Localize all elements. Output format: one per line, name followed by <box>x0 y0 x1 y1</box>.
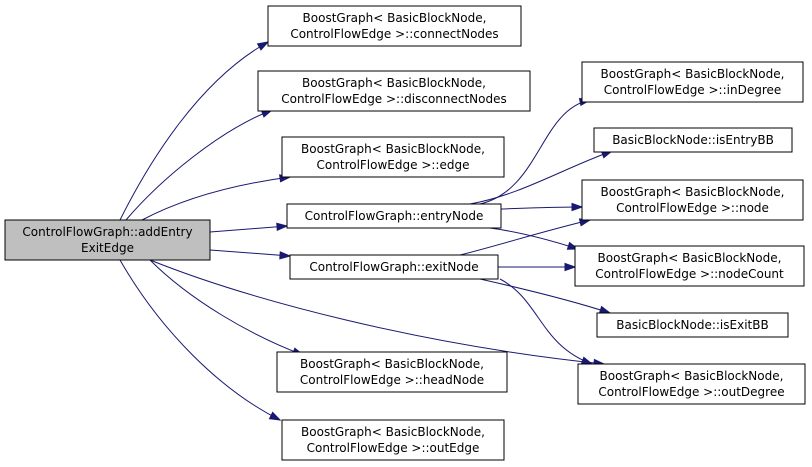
node-box <box>577 363 806 405</box>
edges-layer <box>119 41 614 421</box>
node-box <box>281 136 505 178</box>
node-box <box>581 179 804 221</box>
edge-line <box>479 278 611 314</box>
edge-root-to-headNode <box>149 259 305 356</box>
node-label-line: BoostGraph< BasicBlockNode, <box>601 67 785 81</box>
node-isEntryBB[interactable]: BasicBlockNode::isEntryBB <box>593 127 793 153</box>
arrowhead <box>571 202 584 212</box>
node-label-line: ControlFlowGraph::exitNode <box>309 260 478 274</box>
node-label-line: ControlFlowEdge >::edge <box>317 158 470 172</box>
node-nodeCount[interactable]: BoostGraph< BasicBlockNode, ControlFlowEd… <box>574 245 805 287</box>
edge-root-to-exitNode <box>209 249 292 260</box>
edge-line <box>459 219 591 256</box>
node-label-line: ControlFlowEdge >::connectNodes <box>290 27 498 41</box>
node-label-line: BoostGraph< BasicBlockNode, <box>301 142 485 156</box>
node-outEdge[interactable]: BoostGraph< BasicBlockNode, ControlFlowEd… <box>281 419 505 461</box>
node-label-line: ControlFlowEdge >::headNode <box>300 373 484 387</box>
node-label-line: ControlFlowGraph::addEntry <box>22 225 192 239</box>
edge-root-to-outEdge <box>119 259 282 421</box>
node-label-line: BoostGraph< BasicBlockNode, <box>600 369 784 383</box>
node-label-line: BasicBlockNode::isExitBB <box>616 318 768 332</box>
edge-root-to-disconnectNodes <box>125 109 274 221</box>
node-label-line: BoostGraph< BasicBlockNode, <box>301 425 485 439</box>
node-inDegree[interactable]: BoostGraph< BasicBlockNode, ControlFlowEd… <box>581 61 804 103</box>
node-headNode[interactable]: BoostGraph< BasicBlockNode, ControlFlowEd… <box>276 351 508 393</box>
arrowhead <box>279 251 292 260</box>
node-box <box>286 203 502 229</box>
node-label-line: BoostGraph< BasicBlockNode, <box>302 76 486 90</box>
node-box <box>4 219 211 261</box>
node-connectNodes[interactable]: BoostGraph< BasicBlockNode, ControlFlowEd… <box>267 5 522 47</box>
node-edge[interactable]: BoostGraph< BasicBlockNode, ControlFlowEd… <box>281 136 505 178</box>
edge-line <box>119 259 281 421</box>
arrowhead <box>276 222 289 231</box>
edge-exitNode-to-nodeCount <box>497 262 577 272</box>
edge-line <box>499 278 593 365</box>
edge-exitNode-to-outDegree <box>499 278 594 365</box>
node-label-line: BoostGraph< BasicBlockNode, <box>303 11 487 25</box>
edge-line <box>209 225 288 233</box>
edge-line <box>141 176 291 221</box>
edge-entryNode-to-node <box>500 202 584 212</box>
edge-line <box>149 259 304 356</box>
node-box <box>581 61 804 103</box>
node-label-line: ControlFlowEdge >::disconnectNodes <box>281 92 507 106</box>
node-exitNode[interactable]: ControlFlowGraph::exitNode <box>289 254 499 280</box>
edge-line <box>125 109 273 221</box>
edge-root-to-connectNodes <box>119 41 270 221</box>
edge-line <box>469 150 613 205</box>
node-box <box>257 70 531 112</box>
node-label-line: BoostGraph< BasicBlockNode, <box>300 357 484 371</box>
node-disconnectNodes[interactable]: BoostGraph< BasicBlockNode, ControlFlowEd… <box>257 70 531 112</box>
node-label-line: ControlFlowEdge >::inDegree <box>604 83 782 97</box>
edge-line <box>479 99 591 205</box>
node-box <box>281 419 505 461</box>
edge-line <box>489 227 579 250</box>
edge-root-to-entryNode <box>209 222 289 233</box>
node-label-line: ControlFlowEdge >::node <box>616 201 769 215</box>
edge-entryNode-to-nodeCount <box>489 227 580 250</box>
edge-line <box>149 259 605 365</box>
node-label-line: ControlFlowEdge >::outEdge <box>307 441 480 455</box>
node-node[interactable]: BoostGraph< BasicBlockNode, ControlFlowEd… <box>581 179 804 221</box>
edge-line <box>500 206 583 210</box>
node-box <box>276 351 508 393</box>
arrowhead <box>580 356 594 365</box>
arrowhead <box>598 305 612 314</box>
node-label-line: BoostGraph< BasicBlockNode, <box>601 185 785 199</box>
arrowhead <box>268 411 282 421</box>
node-box <box>593 127 793 153</box>
node-label-line: BasicBlockNode::isEntryBB <box>612 133 774 147</box>
arrowhead <box>564 262 577 272</box>
node-label-line: ExitEdge <box>81 241 134 255</box>
node-label-line: ControlFlowEdge >::nodeCount <box>595 267 784 281</box>
node-label-line: BoostGraph< BasicBlockNode, <box>598 251 782 265</box>
arrowhead <box>256 41 270 51</box>
node-box <box>267 5 522 47</box>
edge-root-to-edge <box>141 174 292 221</box>
node-box <box>596 312 789 338</box>
edge-line <box>209 249 291 257</box>
node-box <box>289 254 499 280</box>
node-entryNode[interactable]: ControlFlowGraph::entryNode <box>286 203 502 229</box>
node-box <box>574 245 805 287</box>
nodes-layer: ControlFlowGraph::addEntryExitEdgeBoostG… <box>4 5 806 461</box>
node-outDegree[interactable]: BoostGraph< BasicBlockNode, ControlFlowEd… <box>577 363 806 405</box>
edge-line <box>119 41 269 221</box>
node-isExitBB[interactable]: BasicBlockNode::isExitBB <box>596 312 789 338</box>
node-label-line: ControlFlowEdge >::outDegree <box>598 385 784 399</box>
node-label-line: ControlFlowGraph::entryNode <box>305 209 484 223</box>
